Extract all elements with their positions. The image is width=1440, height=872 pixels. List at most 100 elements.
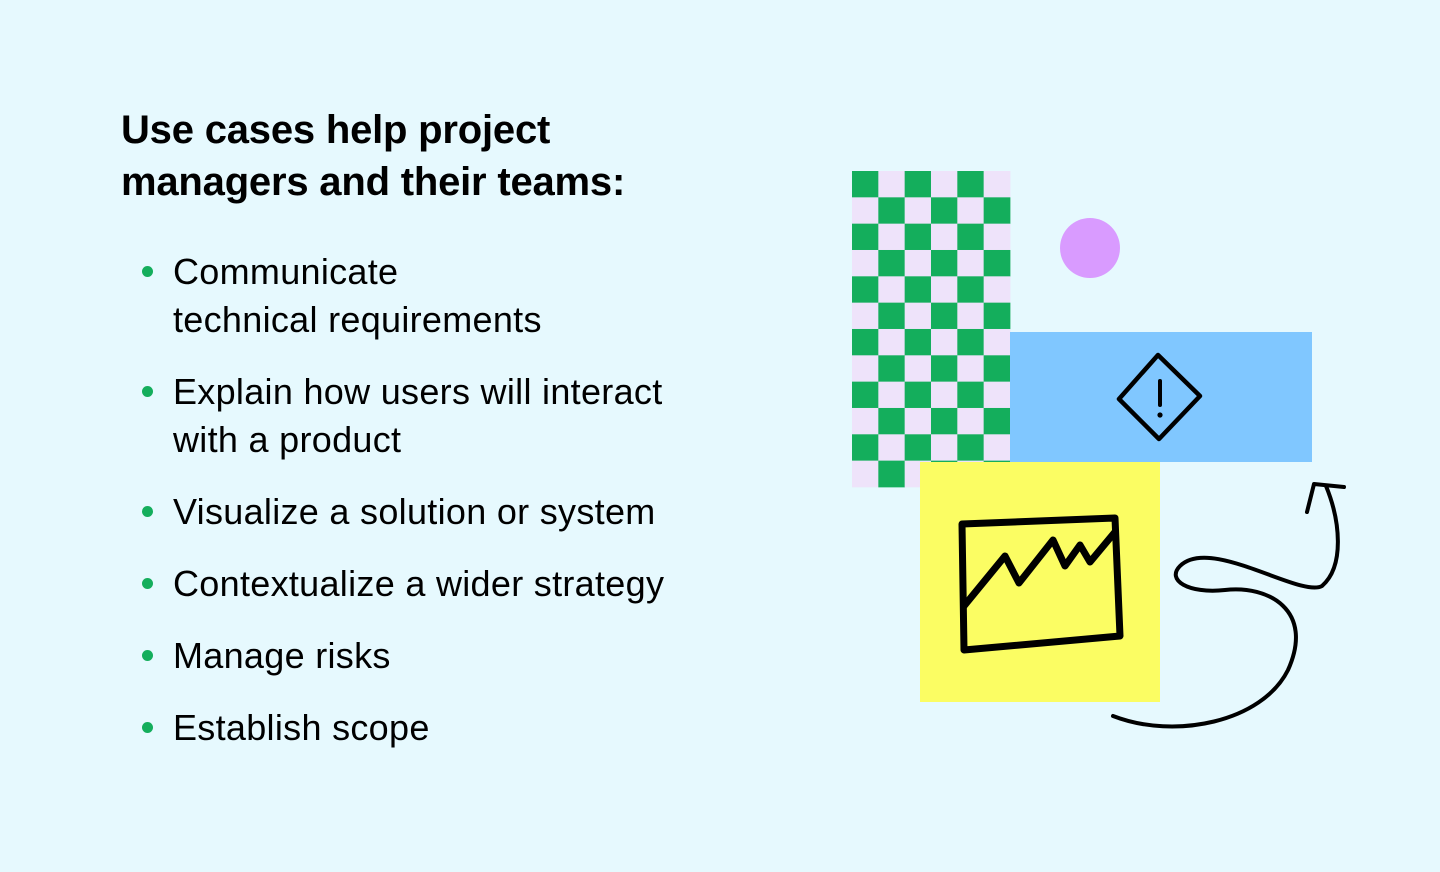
checker-cell — [878, 249, 906, 277]
checker-cell — [904, 434, 932, 462]
title-line-2: managers and their teams: — [121, 160, 626, 204]
list-item: Explain how users will interact with a p… — [120, 368, 800, 464]
checker-cell — [957, 276, 985, 304]
checker-cell — [878, 302, 906, 330]
checker-cell — [852, 434, 879, 462]
checker-cell — [983, 171, 1011, 198]
list-item: Communicate technical requirements — [120, 248, 800, 344]
curly-arrow-icon — [1111, 484, 1340, 729]
checker-cell — [904, 302, 932, 330]
page-title: Use cases help project managers and thei… — [121, 104, 761, 208]
checker-cell — [904, 276, 932, 304]
checker-cell — [983, 223, 1011, 251]
warning-icon — [1116, 352, 1203, 442]
bullet-dot — [142, 506, 153, 517]
checker-cell — [904, 328, 932, 356]
checker-cell — [904, 171, 932, 198]
checker-cell — [930, 197, 958, 225]
checker-cell — [904, 355, 932, 383]
checker-cell — [930, 276, 958, 304]
checker-cell — [852, 381, 879, 409]
use-case-list: Communicate technical requirements Expla… — [120, 248, 800, 776]
checker-cell — [983, 302, 1011, 330]
checker-cell — [957, 434, 985, 462]
checker-cell — [930, 328, 958, 356]
checker-cell — [930, 249, 958, 277]
checker-cell — [983, 276, 1011, 304]
checker-cell — [904, 223, 932, 251]
list-item-text: with a product — [173, 419, 402, 460]
checker-cell — [930, 407, 958, 435]
list-item-text: Visualize a solution or system — [173, 491, 656, 532]
bullet-dot — [142, 386, 153, 397]
list-item-text: technical requirements — [173, 299, 542, 340]
checker-cell — [957, 328, 985, 356]
checker-cell — [878, 223, 906, 251]
bullet-dot — [142, 722, 153, 733]
checker-cell — [957, 171, 985, 198]
checker-cell — [983, 381, 1011, 409]
list-item: Visualize a solution or system — [120, 488, 800, 536]
checker-cell — [930, 381, 958, 409]
checker-cell — [852, 407, 879, 435]
checker-cell — [852, 302, 879, 330]
checker-cell — [852, 460, 879, 488]
checker-cell — [983, 407, 1011, 435]
bullet-dot — [142, 650, 153, 661]
checker-cell — [878, 381, 906, 409]
checker-cell — [904, 407, 932, 435]
checker-cell — [983, 197, 1011, 225]
checker-cell — [878, 276, 906, 304]
checker-cell — [957, 249, 985, 277]
list-item-text: Explain how users will interact — [173, 371, 663, 412]
checker-cell — [957, 302, 985, 330]
checker-cell — [878, 197, 906, 225]
checker-cell — [852, 328, 879, 356]
purple-circle — [1060, 218, 1120, 278]
checker-cell — [852, 171, 879, 198]
list-item-text: Communicate — [173, 251, 399, 292]
checker-cell — [957, 407, 985, 435]
checker-cell — [878, 328, 906, 356]
checker-cell — [957, 197, 985, 225]
checker-cell — [930, 302, 958, 330]
checker-cell — [878, 355, 906, 383]
checker-cell — [878, 171, 906, 198]
checker-cell — [878, 460, 906, 488]
checker-cell — [957, 381, 985, 409]
checker-cell — [852, 223, 879, 251]
title-line-1: Use cases help project — [121, 108, 551, 152]
checker-cell — [904, 249, 932, 277]
checker-cell — [930, 171, 958, 198]
checker-cell — [983, 434, 1011, 462]
line-chart-icon — [958, 514, 1124, 654]
list-item-text: Contextualize a wider strategy — [173, 563, 665, 604]
list-item-text: Establish scope — [173, 707, 430, 748]
checker-cell — [930, 223, 958, 251]
list-item-text: Manage risks — [173, 635, 391, 676]
checker-cell — [957, 355, 985, 383]
checker-cell — [983, 355, 1011, 383]
yellow-sticky-note — [920, 462, 1160, 702]
checker-cell — [904, 381, 932, 409]
checker-cell — [930, 355, 958, 383]
list-item: Establish scope — [120, 704, 800, 752]
checker-cell — [983, 249, 1011, 277]
bullet-dot — [142, 266, 153, 277]
checker-cell — [852, 355, 879, 383]
checker-cell — [852, 249, 879, 277]
arrow-head — [1305, 482, 1346, 514]
checker-cell — [852, 197, 879, 225]
checker-cell — [878, 434, 906, 462]
list-item: Manage risks — [120, 632, 800, 680]
checker-cell — [983, 328, 1011, 356]
bullet-dot — [142, 578, 153, 589]
checker-cell — [878, 407, 906, 435]
checker-cell — [957, 223, 985, 251]
checker-cell — [852, 276, 879, 304]
checker-cell — [930, 434, 958, 462]
checker-cell — [904, 197, 932, 225]
checkerboard-sticky — [852, 171, 1011, 488]
list-item: Contextualize a wider strategy — [120, 560, 800, 608]
